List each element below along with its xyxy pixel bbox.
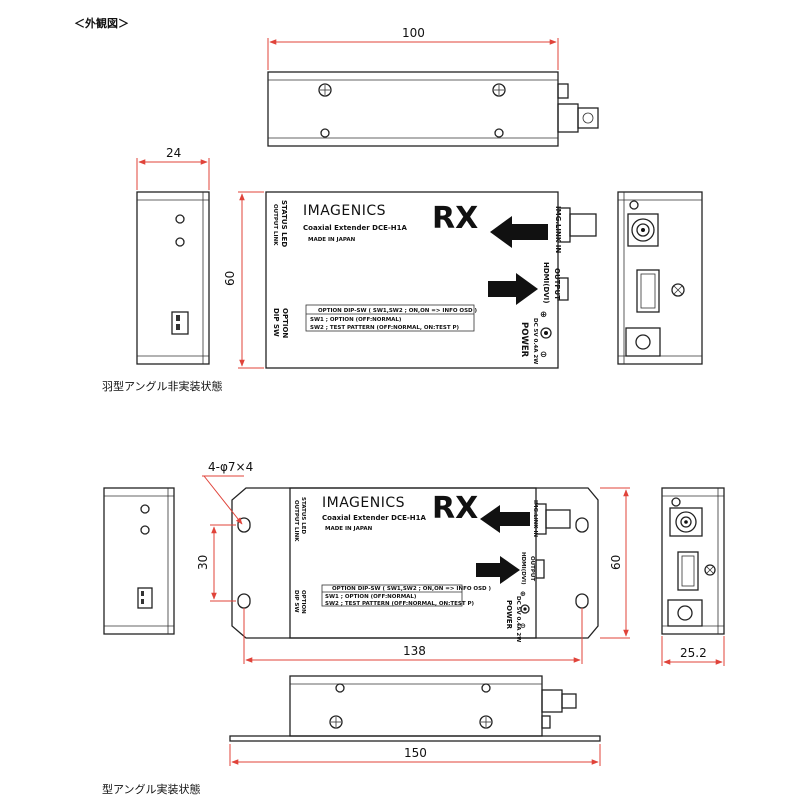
model-line-bottom: Coaxial Extender DCE-H1A [322, 514, 427, 522]
img-link-in-label-bottom: IMG.LINK IN [532, 500, 538, 538]
dip-box-line2-top: SW1 ; OPTION (OFF:NORMAL) [310, 317, 402, 323]
front-panel-top: IMAGENICS Coaxial Extender DCE-H1A MADE … [265, 191, 597, 369]
hdmi-label-top: HDMI(DVI) [542, 262, 550, 303]
dim-side-depth-label: 24 [166, 146, 181, 160]
output-label-top: OUTPUT [553, 268, 561, 300]
dimension-bottom-depth: 25.2 [661, 636, 725, 666]
plus-symbol-top: ⊕ [540, 310, 547, 320]
caption-bottom: 型アングル実装状態 [102, 782, 201, 796]
dimension-hole-pitch-h: 138 [243, 608, 583, 664]
dim-top-width-label: 100 [402, 26, 425, 40]
hdmi-label-bottom: HDMI(DVI) [520, 552, 526, 585]
power-label-bottom: POWER [505, 600, 513, 630]
dim-top-height-label: 60 [223, 271, 237, 286]
arrow-left-icon [490, 216, 548, 248]
option-label-bottom: OPTION [300, 590, 306, 614]
status-led-label-top: STATUS LED [280, 200, 288, 247]
power-label-top: POWER [519, 322, 529, 358]
rx-label-top: RX [432, 201, 478, 236]
drawing-title: ＜外観図＞ [74, 16, 129, 30]
dim-bracket-width-label: 150 [404, 746, 427, 760]
output-label-bottom: OUTPUT [529, 556, 535, 581]
top-elevation-view [267, 71, 599, 147]
dim-hole-pitch-v-label: 30 [196, 555, 210, 570]
minus-symbol-bottom: ⊖ [520, 622, 526, 630]
right-side-view-top [617, 191, 703, 365]
dipsw-label-bottom: DIP SW [293, 590, 299, 613]
bottom-elevation-view [229, 675, 601, 742]
dc-spec-label-top: DC 5V 0.4A 2W [532, 318, 538, 364]
hole-spec-label: 4-φ7×4 [208, 460, 253, 474]
left-side-view-bottom [103, 487, 175, 635]
dip-box-line3-top: SW2 ; TEST PATTERN (OFF:NORMAL, ON:TEST … [310, 325, 460, 331]
status-sub-label-top: OUTPUT LINK [272, 204, 278, 246]
dim-bottom-height-label: 60 [609, 555, 623, 570]
arrow-right-icon-bottom [476, 556, 520, 584]
model-line-top: Coaxial Extender DCE-H1A [303, 224, 408, 232]
caption-top: 羽型アングル非実装状態 [102, 379, 223, 393]
brand-logo-bottom: IMAGENICS [322, 495, 405, 511]
status-sub-label-bottom: OUTPUT LINK [293, 500, 299, 542]
plus-symbol-bottom: ⊕ [520, 590, 526, 598]
status-led-label-bottom: STATUS LED [300, 497, 306, 534]
arrow-right-icon [488, 273, 538, 305]
right-side-view-bottom [661, 487, 725, 635]
made-in-bottom: MADE IN JAPAN [325, 526, 373, 532]
left-side-view-top [136, 191, 210, 365]
dimension-bottom-height: 60 [600, 487, 630, 639]
option-label-top: OPTION [281, 308, 289, 338]
minus-symbol-top: ⊖ [540, 350, 547, 360]
dipsw-label-top: DIP SW [272, 308, 280, 337]
dimension-bracket-width: 150 [229, 744, 601, 766]
dip-box-line1-top: OPTION DIP-SW ( SW1,SW2 ; ON,ON => INFO … [318, 308, 478, 314]
dimension-hole-pitch-v: 30 [196, 524, 236, 602]
rx-label-bottom: RX [432, 491, 478, 526]
front-panel-bottom: IMAGENICS Coaxial Extender DCE-H1A MADE … [231, 487, 599, 642]
dimension-top-width: 100 [267, 26, 559, 70]
dimension-top-height: 60 [223, 191, 264, 369]
dim-hole-pitch-h-label: 138 [403, 644, 426, 658]
dimension-side-depth: 24 [136, 146, 210, 190]
arrow-left-icon-bottom [480, 505, 530, 533]
brand-logo-top: IMAGENICS [303, 203, 386, 219]
dim-bottom-depth-label: 25.2 [680, 646, 707, 660]
dc-spec-label-bottom: DC 5V 0.4A 2W [515, 596, 521, 642]
made-in-top: MADE IN JAPAN [308, 237, 356, 243]
dip-box-line3-bottom: SW2 ; TEST PATTERN (OFF:NORMAL, ON:TEST … [325, 601, 475, 607]
hole-callout: 4-φ7×4 [202, 460, 253, 525]
dip-box-line1-bottom: OPTION DIP-SW ( SW1,SW2 ; ON,ON => INFO … [332, 586, 492, 592]
dip-box-line2-bottom: SW1 ; OPTION (OFF:NORMAL) [325, 594, 417, 600]
